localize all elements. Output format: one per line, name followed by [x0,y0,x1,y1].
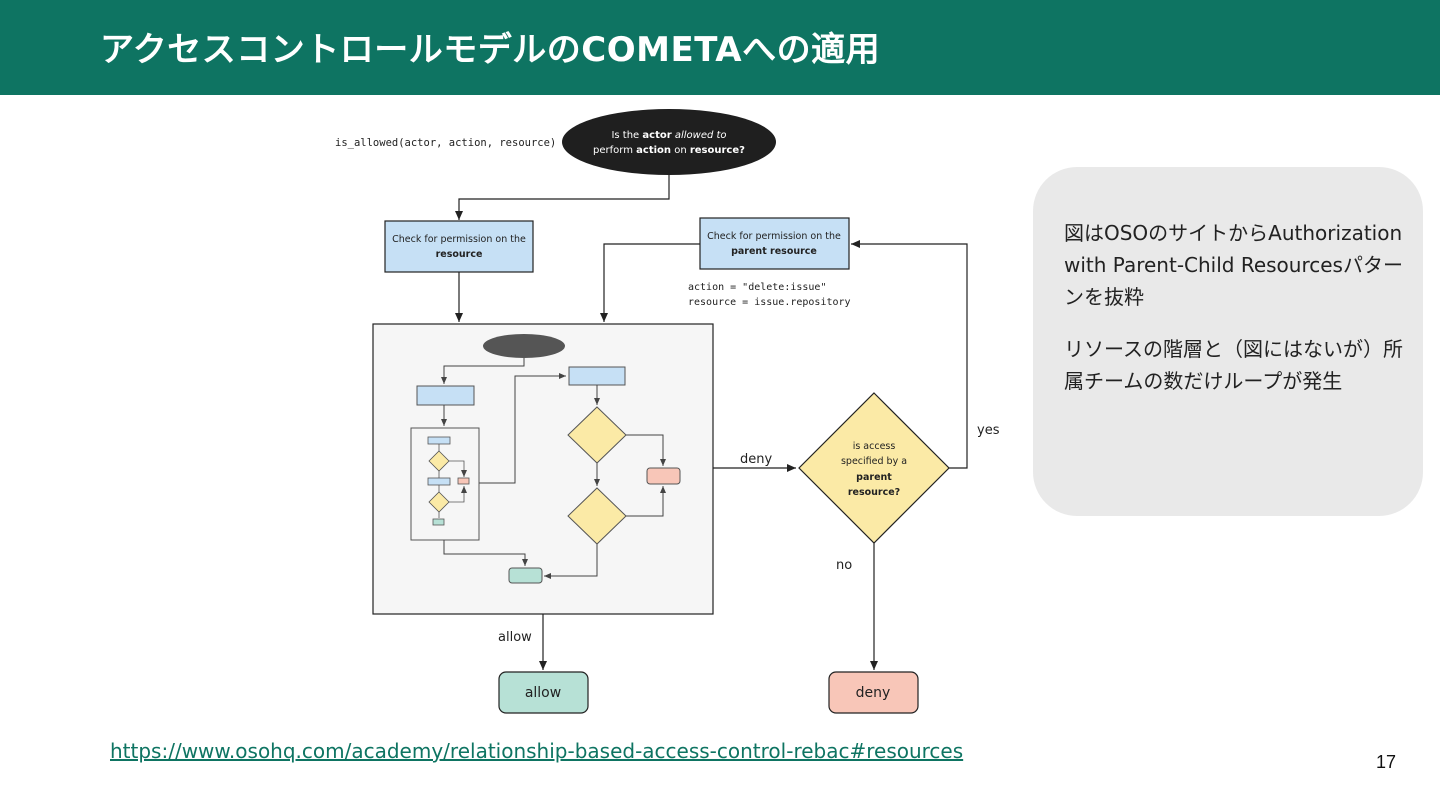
decision-diamond: is access specified by a parent resource… [798,392,950,544]
check-resource-box: Check for permission on the resource [384,220,534,273]
edge-label-deny: deny [740,452,772,467]
check-parent-box: Check for permission on the parent resou… [699,217,850,270]
note-box: 図はOSOのサイトからAuthorization with Parent-Chi… [1033,167,1423,516]
svg-text:parent: parent [856,472,892,483]
mini-box-right [568,366,626,386]
note-paragraph-1: 図はOSOのサイトからAuthorization with Parent-Chi… [1064,221,1403,309]
svg-text:specified by a: specified by a [841,456,907,467]
edge-label-allow: allow [498,630,532,645]
svg-text:Is the actor allowed to: Is the actor allowed to [611,130,726,141]
svg-text:perform action on resource?: perform action on resource? [593,145,745,156]
function-signature: is_allowed(actor, action, resource) [335,137,556,149]
svg-text:resource?: resource? [848,487,900,498]
mini-start-node [483,334,565,358]
svg-text:resource: resource [436,249,483,260]
parent-assignment-line2: resource = issue.repository [688,297,851,308]
slide-header: アクセスコントロールモデルのCOMETAへの適用 [0,0,1440,95]
mini-allow-box [508,567,543,584]
start-node: Is the actor allowed to perform action o… [562,109,776,175]
page-number: 17 [1376,752,1397,772]
source-link[interactable]: https://www.osohq.com/academy/relationsh… [110,739,964,763]
svg-text:is access: is access [853,441,896,452]
edge-yes-loop [851,240,968,469]
deny-terminal: deny [828,671,919,714]
svg-text:deny: deny [856,685,891,701]
slide-title: アクセスコントロールモデルのCOMETAへの適用 [100,30,881,70]
allow-terminal: allow [498,671,589,714]
note-paragraph-2: リソースの階層と（図にはないが）所属チームの数だけループが発生 [1064,337,1403,393]
evaluation-box [372,323,714,615]
parent-assignment-line1: action = "delete:issue" [688,282,826,293]
mini-box-left [416,385,475,406]
edge-start-to-check [455,175,670,220]
edge-label-no: no [836,558,852,573]
svg-text:Check for permission on the: Check for permission on the [707,231,841,242]
mini-deny-box [646,467,681,485]
svg-text:allow: allow [525,685,561,701]
edge-label-yes: yes [977,423,1000,438]
edge-parent-to-eval [600,243,700,322]
svg-text:Check for permission on the: Check for permission on the [392,234,526,245]
svg-text:parent resource: parent resource [731,246,817,257]
